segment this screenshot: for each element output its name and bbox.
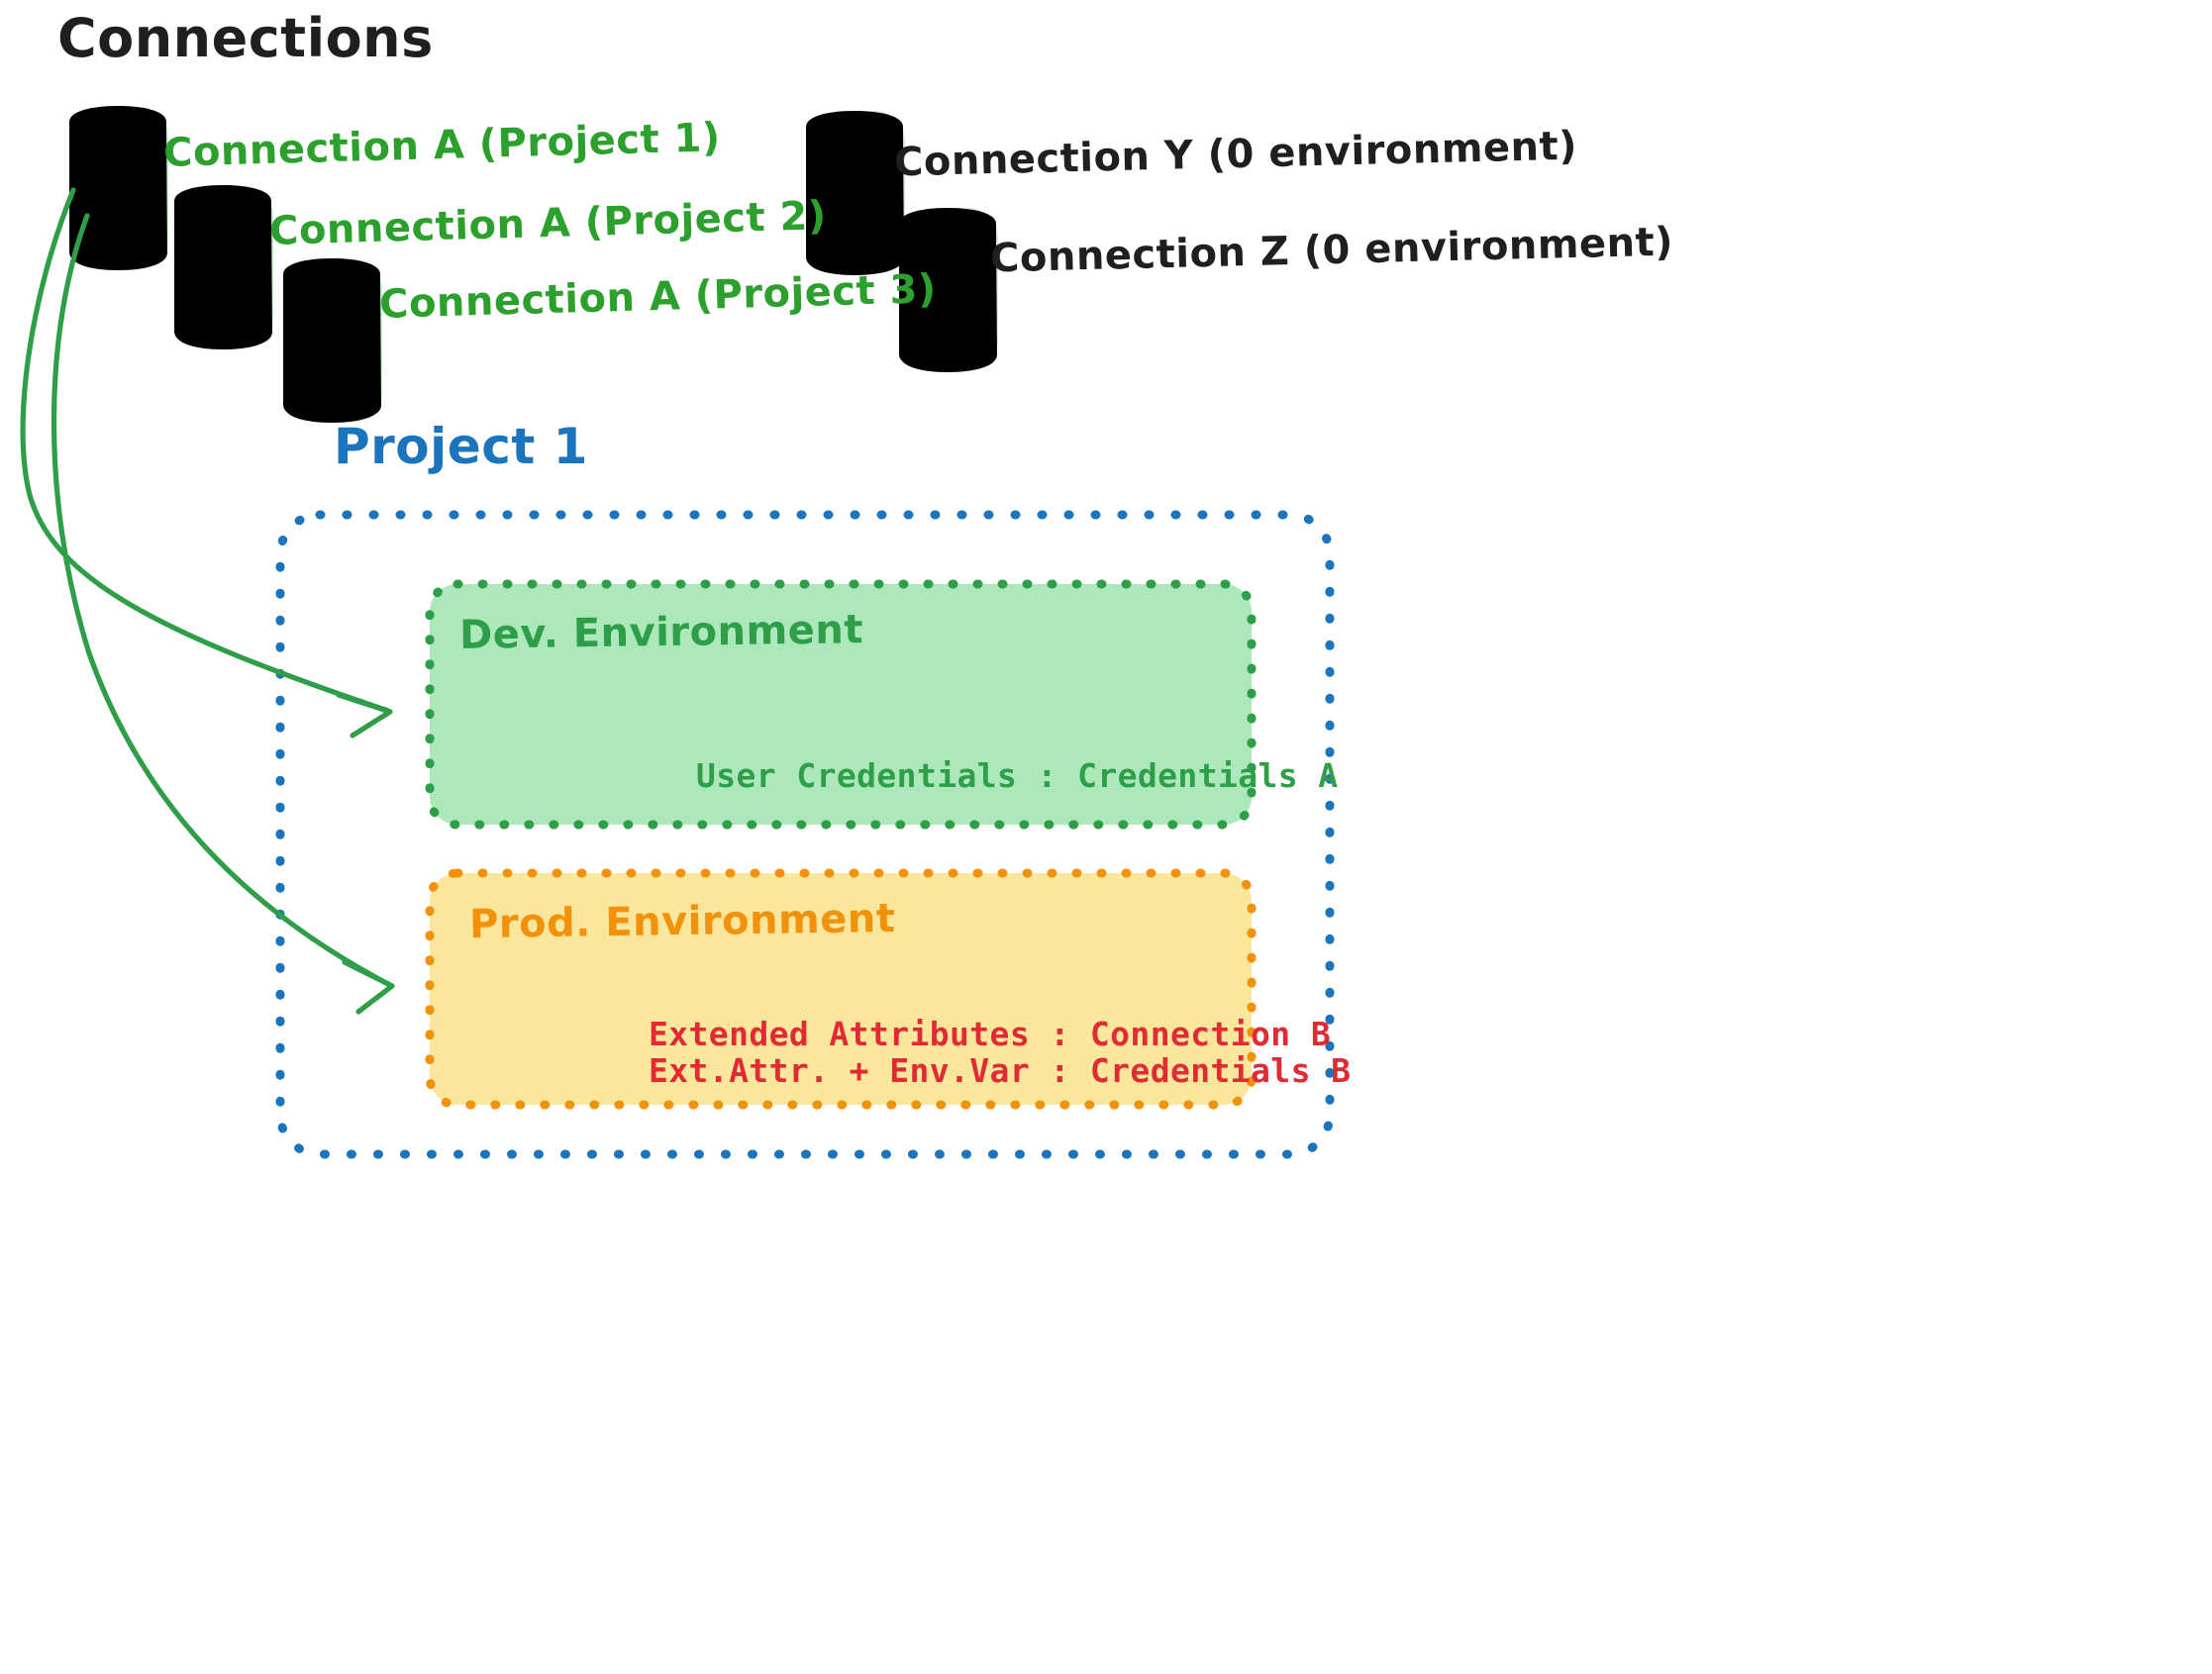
- arrow-connection-a-to-prod: [50, 213, 395, 1015]
- arrow-connection-a-to-dev: [20, 187, 393, 739]
- project-title: Project 1: [334, 418, 588, 475]
- connection-a-project-1-icon[interactable]: [69, 106, 168, 270]
- dev-environment-box: [425, 579, 1257, 830]
- prod-environment-entry-2: Ext.Attr. + Env.Var : Credentials B: [649, 1051, 1352, 1090]
- dev-environment-entry: User Credentials : Credentials A: [696, 756, 1339, 795]
- connection-z-icon[interactable]: [899, 208, 998, 372]
- connection-y-icon[interactable]: [806, 111, 905, 275]
- page-title: Connections: [57, 7, 434, 69]
- connection-a-project-2-icon[interactable]: [174, 185, 273, 349]
- prod-environment-title: Prod. Environment: [468, 895, 896, 948]
- connection-a-project-3-icon[interactable]: [283, 258, 382, 423]
- prod-environment-box: [425, 868, 1257, 1110]
- dev-environment-title: Dev. Environment: [458, 607, 864, 658]
- project-container: [275, 510, 1335, 1159]
- prod-environment-entry-1: Extended Attributes : Connection B: [649, 1015, 1332, 1053]
